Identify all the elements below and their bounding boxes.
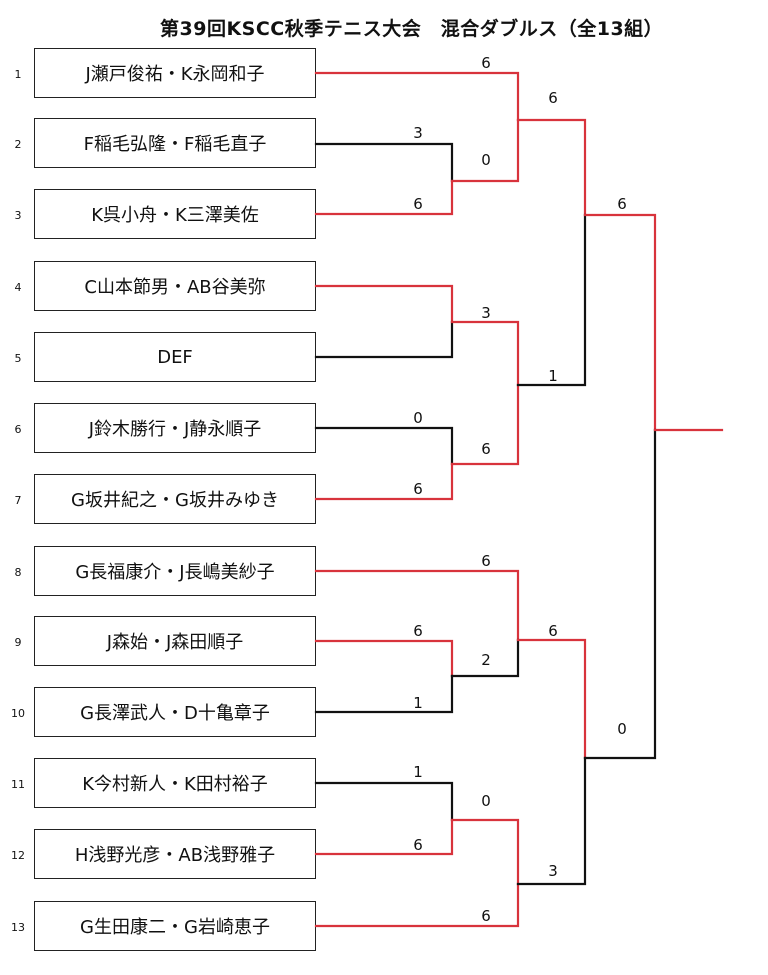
bracket-line-r2-67 (450, 383, 520, 466)
player-box: J森始・J森田順子 (34, 616, 316, 666)
score-r1-p4: 3 (481, 304, 491, 322)
score-r1-p2: 3 (413, 124, 423, 142)
score-r1-p9: 6 (413, 622, 423, 640)
player-box: G長澤武人・D十亀章子 (34, 687, 316, 737)
player-box: DEF (34, 332, 316, 382)
bracket-line-p3 (314, 179, 454, 216)
player-box: G生田康二・G岩崎恵子 (34, 901, 316, 951)
bracket-line-sf-bottom (583, 428, 657, 760)
player-box: G坂井紀之・G坂井みゆき (34, 474, 316, 524)
bracket-line-r3-b (516, 213, 587, 387)
bracket-line-p8 (314, 569, 520, 642)
score-r2-m910: 2 (481, 651, 491, 669)
page-title: 第39回KSCC秋季テニス大会 混合ダブルス（全13組） (160, 18, 664, 40)
seed-number: 4 (14, 281, 22, 294)
bracket-line-r3-c (516, 638, 587, 760)
bracket-line-p12 (314, 818, 454, 856)
bracket-line-sf-top (583, 213, 657, 432)
seed-number: 12 (11, 849, 25, 862)
score-r3-b: 1 (548, 367, 558, 385)
score-r2-m23: 0 (481, 151, 491, 169)
player-box: K呉小舟・K三澤美佐 (34, 189, 316, 239)
seed-number: 5 (14, 352, 22, 365)
player-box: J鈴木勝行・J静永順子 (34, 403, 316, 453)
bracket-line-p11 (314, 781, 454, 822)
seed-number: 3 (14, 209, 22, 222)
player-box: C山本節男・AB谷美弥 (34, 261, 316, 311)
score-r3-c: 6 (548, 622, 558, 640)
bracket-line-p7 (314, 462, 454, 501)
bracket-line-p6 (314, 426, 454, 466)
seed-number: 2 (14, 138, 22, 151)
bracket-line-p5 (314, 320, 454, 359)
bracket-line-r2-910 (450, 638, 520, 678)
score-r2-m67: 6 (481, 440, 491, 458)
bracket-line-p2 (314, 142, 454, 183)
score-r1-p1: 6 (481, 54, 491, 72)
player-box: J瀬戸俊祐・K永岡和子 (34, 48, 316, 98)
score-r1-p7: 6 (413, 480, 423, 498)
bracket-line-r2-45 (450, 320, 520, 387)
score-r3-d: 3 (548, 862, 558, 880)
seed-number: 7 (14, 494, 22, 507)
player-box: H浅野光彦・AB浅野雅子 (34, 829, 316, 879)
score-r2-m1112: 0 (481, 792, 491, 810)
bracket-line-r2-23 (450, 118, 520, 183)
player-box: F稲毛弘隆・F稲毛直子 (34, 118, 316, 168)
bracket-line-r3-a (516, 118, 587, 217)
bracket-line-r3-d (516, 756, 587, 886)
bracket-line-p1 (314, 71, 520, 122)
bracket-line-p10 (314, 674, 454, 714)
seed-number: 8 (14, 566, 22, 579)
bracket-line-p13 (314, 882, 520, 928)
seed-number: 6 (14, 423, 22, 436)
score-r1-p6: 0 (413, 409, 423, 427)
score-sf-bottom: 0 (617, 720, 627, 738)
bracket-line-p4 (314, 284, 454, 324)
seed-number: 10 (11, 707, 25, 720)
seed-number: 1 (14, 68, 22, 81)
score-r1-p10: 1 (413, 694, 423, 712)
score-sf-top: 6 (617, 195, 627, 213)
score-r1-p11: 1 (413, 763, 423, 781)
score-r1-p12: 6 (413, 836, 423, 854)
player-box: G長福康介・J長嶋美紗子 (34, 546, 316, 596)
seed-number: 11 (11, 778, 25, 791)
score-r1-p3: 6 (413, 195, 423, 213)
score-r3-a: 6 (548, 89, 558, 107)
score-r1-p13: 6 (481, 907, 491, 925)
score-r1-p8: 6 (481, 552, 491, 570)
bracket-line-r2-1112 (450, 818, 520, 886)
bracket-line-p9 (314, 639, 454, 678)
seed-number: 9 (14, 636, 22, 649)
seed-number: 13 (11, 921, 25, 934)
player-box: K今村新人・K田村裕子 (34, 758, 316, 808)
